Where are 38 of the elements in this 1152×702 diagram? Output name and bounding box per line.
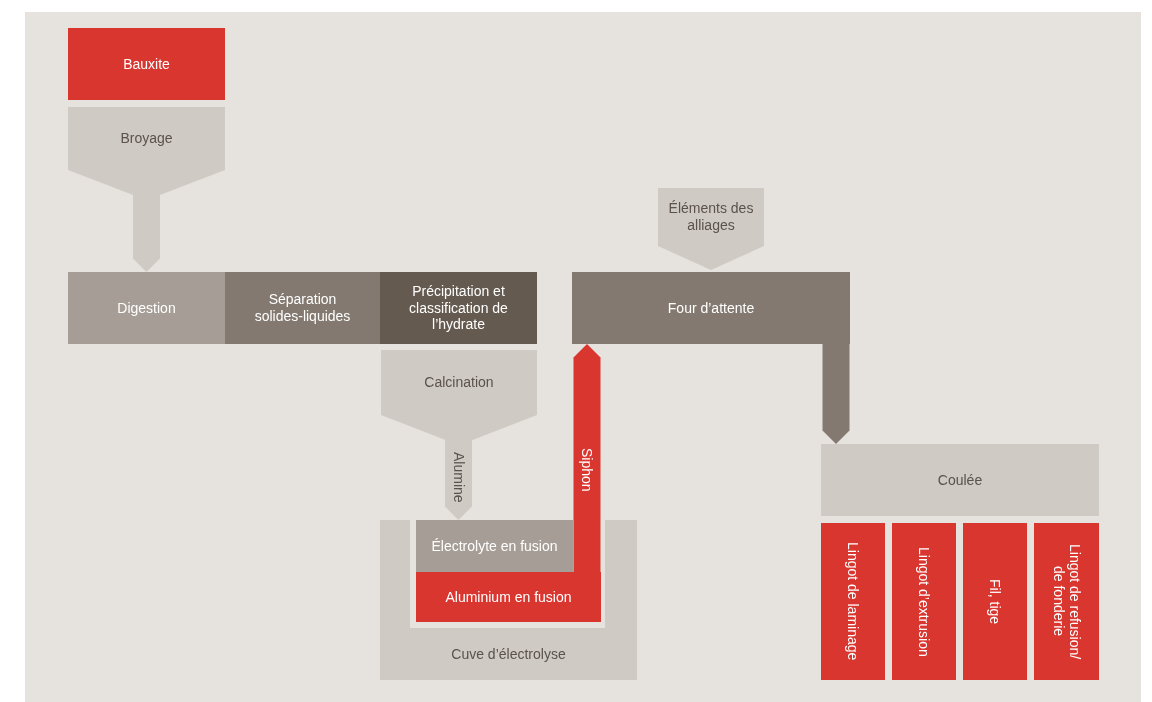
edge-label: Siphon	[580, 448, 594, 492]
edge-label: Alumine	[451, 452, 466, 503]
process-box	[821, 523, 885, 680]
flow-arrow	[822, 344, 850, 444]
funnel-box	[381, 350, 537, 440]
node-label: Électrolyte en fusion	[431, 537, 558, 555]
process-box	[416, 572, 601, 622]
node-label: Calcination	[424, 374, 494, 391]
process-box	[68, 28, 225, 100]
node-label: Four d’attente	[667, 299, 755, 317]
pointer-box	[658, 188, 764, 270]
node-label: Bauxite	[123, 55, 170, 73]
node-label: Digestion	[117, 299, 176, 317]
node-label: Lingot de laminage	[844, 542, 862, 661]
node-label: Séparation solides-liquides	[253, 291, 352, 325]
tank-box	[380, 520, 637, 680]
process-box	[821, 444, 1099, 516]
node-label: Broyage	[120, 130, 173, 147]
node-label: Aluminium en fusion	[445, 588, 572, 606]
node-label: Coulée	[937, 471, 983, 489]
flow-arrow	[573, 344, 601, 572]
process-box	[892, 523, 956, 680]
process-box	[1034, 523, 1099, 680]
node-label: Fil, tige	[986, 578, 1004, 625]
process-box	[416, 520, 573, 572]
node-label: Cuve d’électrolyse	[451, 645, 566, 663]
node-label: Éléments des alliages	[667, 200, 755, 234]
node-label: Précipitation et classification de l’hydrate	[408, 282, 509, 334]
process-box	[225, 272, 380, 344]
flow-arrow	[132, 195, 161, 272]
flow-arrow	[444, 440, 473, 520]
process-box	[572, 272, 850, 344]
node-label: Lingot d’extrusion	[915, 546, 933, 657]
process-box	[68, 272, 225, 344]
process-box	[963, 523, 1027, 680]
funnel-box	[68, 107, 225, 195]
node-label: Lingot de refusion/ de fonderie	[1049, 542, 1084, 662]
process-box	[380, 272, 537, 344]
